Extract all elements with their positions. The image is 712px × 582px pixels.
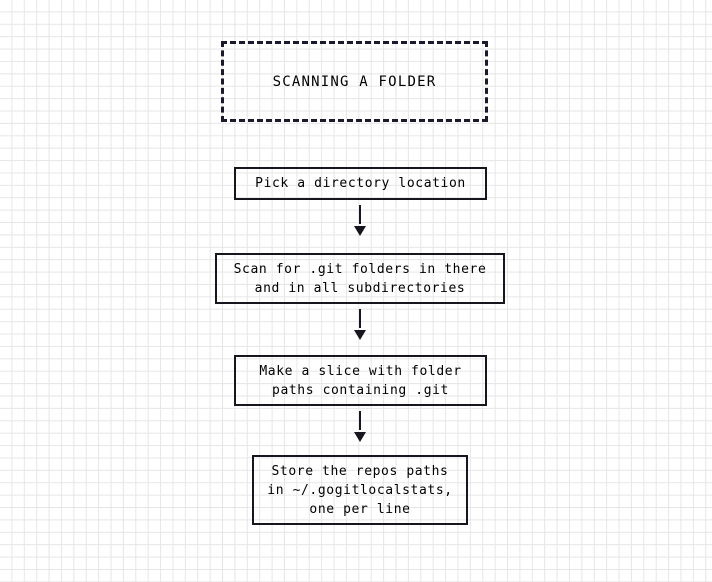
arrow-shaft xyxy=(359,309,361,328)
arrow-down-icon-slice-to-store xyxy=(353,411,367,442)
arrow-head xyxy=(354,330,366,340)
arrow-down-icon-scan-to-slice xyxy=(353,309,367,340)
arrow-head xyxy=(354,432,366,442)
node-pick-directory-label: Pick a directory location xyxy=(255,176,466,191)
node-store-repos-label: Store the repos paths in ~/.gogitlocalst… xyxy=(267,463,453,517)
arrow-shaft xyxy=(359,205,361,224)
node-pick-directory[interactable]: Pick a directory location xyxy=(234,167,487,200)
node-make-slice-label: Make a slice with folder paths containin… xyxy=(259,363,462,398)
arrow-head xyxy=(354,226,366,236)
diagram-title-box: SCANNING A FOLDER xyxy=(221,41,488,122)
arrow-down-icon-pick-to-scan xyxy=(353,205,367,236)
arrow-shaft xyxy=(359,411,361,430)
node-scan-git-folders[interactable]: Scan for .git folders in there and in al… xyxy=(215,253,505,304)
node-store-repos[interactable]: Store the repos paths in ~/.gogitlocalst… xyxy=(252,455,468,525)
diagram-title: SCANNING A FOLDER xyxy=(272,73,437,90)
node-scan-git-folders-label: Scan for .git folders in there and in al… xyxy=(233,261,487,296)
node-make-slice[interactable]: Make a slice with folder paths containin… xyxy=(234,355,487,406)
